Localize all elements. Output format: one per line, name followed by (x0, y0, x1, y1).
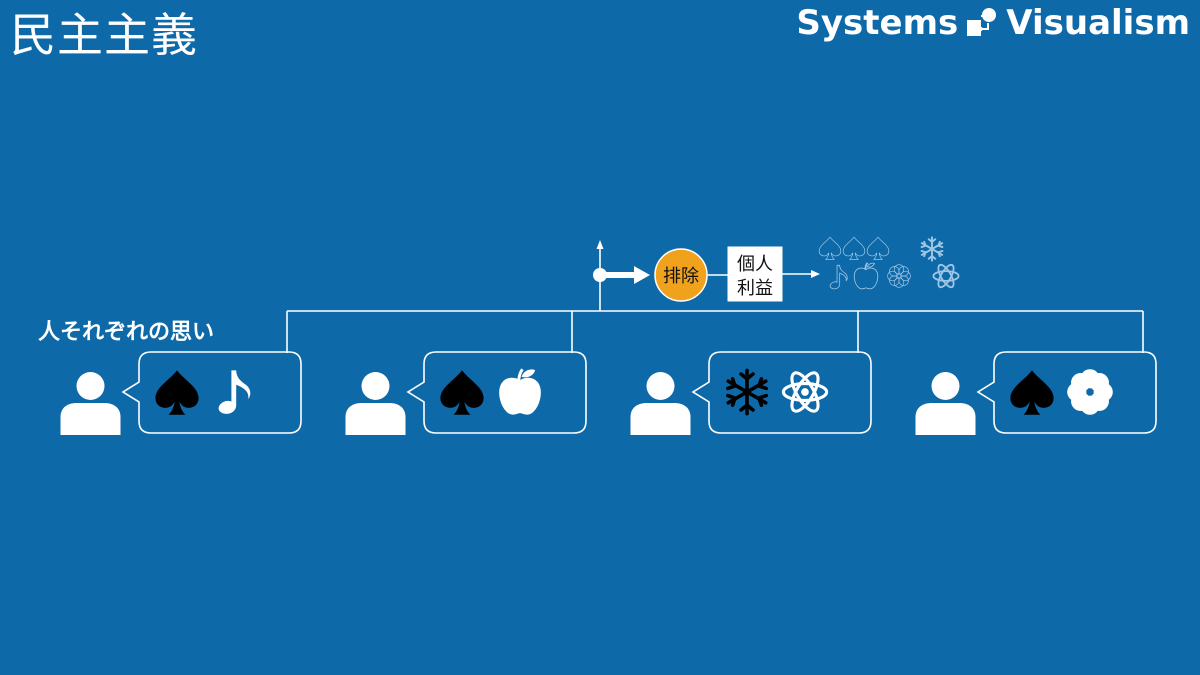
outcome-flower-icon (887, 264, 911, 288)
spade-icon (440, 370, 484, 415)
spade-icon (1010, 370, 1054, 415)
brand-logo: Systems Visualism (796, 6, 1190, 40)
person-group-4 (915, 351, 1157, 435)
speech-bubble (976, 351, 1157, 434)
outcome-spade-icon-2 (842, 236, 866, 260)
apple-icon (498, 368, 542, 416)
outcome-snowflake-icon (920, 236, 944, 262)
music-note-icon (218, 370, 251, 414)
brand-text-left: Systems (796, 3, 959, 43)
section-label: 人それぞれの思い (38, 320, 215, 345)
outcome-apple-icon (853, 262, 879, 290)
result-line-1: 個人 (737, 254, 773, 275)
atom-icon (781, 368, 829, 416)
result-line-2: 利益 (737, 278, 773, 299)
brand-text-right: Visualism (1006, 3, 1190, 43)
person-icon (915, 372, 976, 435)
speech-bubble (406, 351, 587, 434)
trunk-arrowhead (596, 240, 604, 249)
individual-interest-box (727, 246, 783, 302)
person-icon (630, 372, 691, 435)
outcome-spade-icon-3 (866, 236, 890, 260)
exclusion-label: 排除 (663, 266, 699, 287)
speech-bubble (691, 351, 872, 434)
outcome-icons (818, 236, 960, 290)
junction-dot (593, 268, 607, 282)
spade-icon (155, 370, 199, 415)
person-group-3 (630, 351, 872, 435)
outcome-atom-icon (932, 262, 960, 290)
connector-lines (286, 248, 1144, 353)
outcome-music-note-icon (829, 264, 848, 290)
person-icon (60, 372, 121, 435)
thick-arrow (606, 266, 650, 284)
person-group-2 (345, 351, 587, 435)
page-title: 民主主義 (10, 8, 198, 62)
person-icon (345, 372, 406, 435)
people-row (60, 351, 1157, 435)
systems-visualism-logo-icon (967, 8, 997, 36)
result-arrowhead (811, 270, 820, 278)
snowflake-icon (725, 368, 769, 416)
flower-icon (1067, 369, 1113, 415)
speech-bubble (121, 351, 302, 434)
person-group-1 (60, 351, 302, 435)
outcome-spade-icon-1 (818, 236, 842, 260)
